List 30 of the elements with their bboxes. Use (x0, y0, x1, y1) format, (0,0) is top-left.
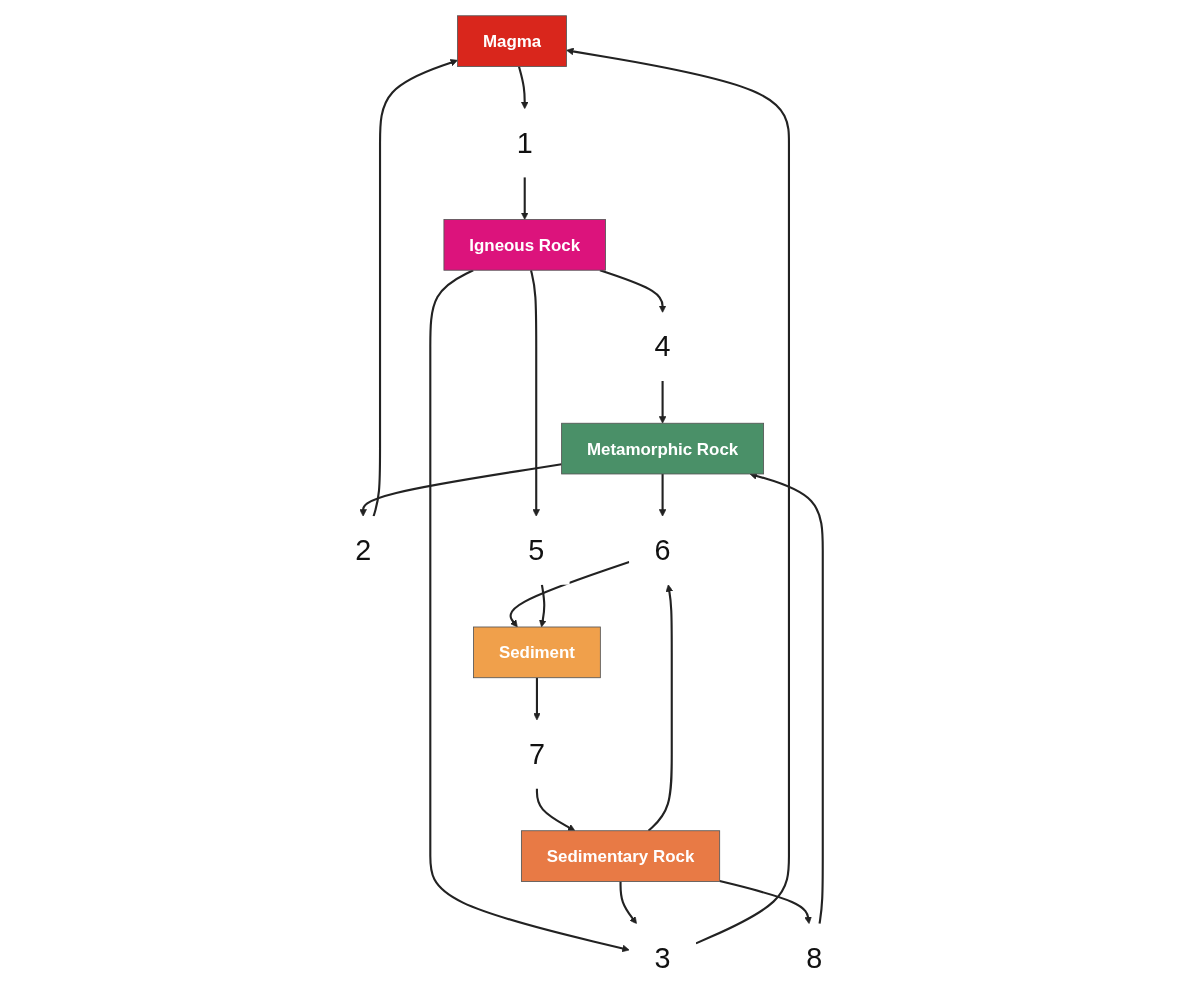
node-text: 8 (806, 941, 823, 974)
arrow (509, 560, 630, 627)
node-box: Magma (456, 14, 567, 67)
node-text: 6 (654, 533, 671, 566)
arrow (599, 268, 667, 313)
arrow (533, 677, 541, 720)
node-text: 4 (654, 329, 671, 362)
arrow (658, 380, 667, 424)
arrow (529, 269, 540, 517)
node-box: Sedimentary Rock (520, 829, 720, 882)
arrow (520, 176, 529, 220)
node-text: 2 (354, 533, 371, 566)
arrow (647, 583, 673, 832)
arrow (658, 473, 667, 517)
arrow (719, 879, 812, 924)
node-text: 5 (528, 533, 545, 566)
node-box: Igneous Rock (443, 218, 606, 271)
node-text: 7 (528, 737, 545, 770)
node-text: 1 (516, 126, 533, 159)
arrow (535, 788, 576, 831)
node-box: Metamorphic Rock (560, 422, 764, 474)
arrow (359, 462, 562, 517)
arrow (565, 47, 790, 944)
node-box: Sediment (472, 626, 601, 678)
node-text: 3 (654, 941, 671, 974)
arrow (429, 268, 630, 952)
arrow (517, 65, 529, 109)
arrow (372, 58, 458, 517)
arrow (619, 880, 637, 924)
arrow (538, 584, 547, 627)
